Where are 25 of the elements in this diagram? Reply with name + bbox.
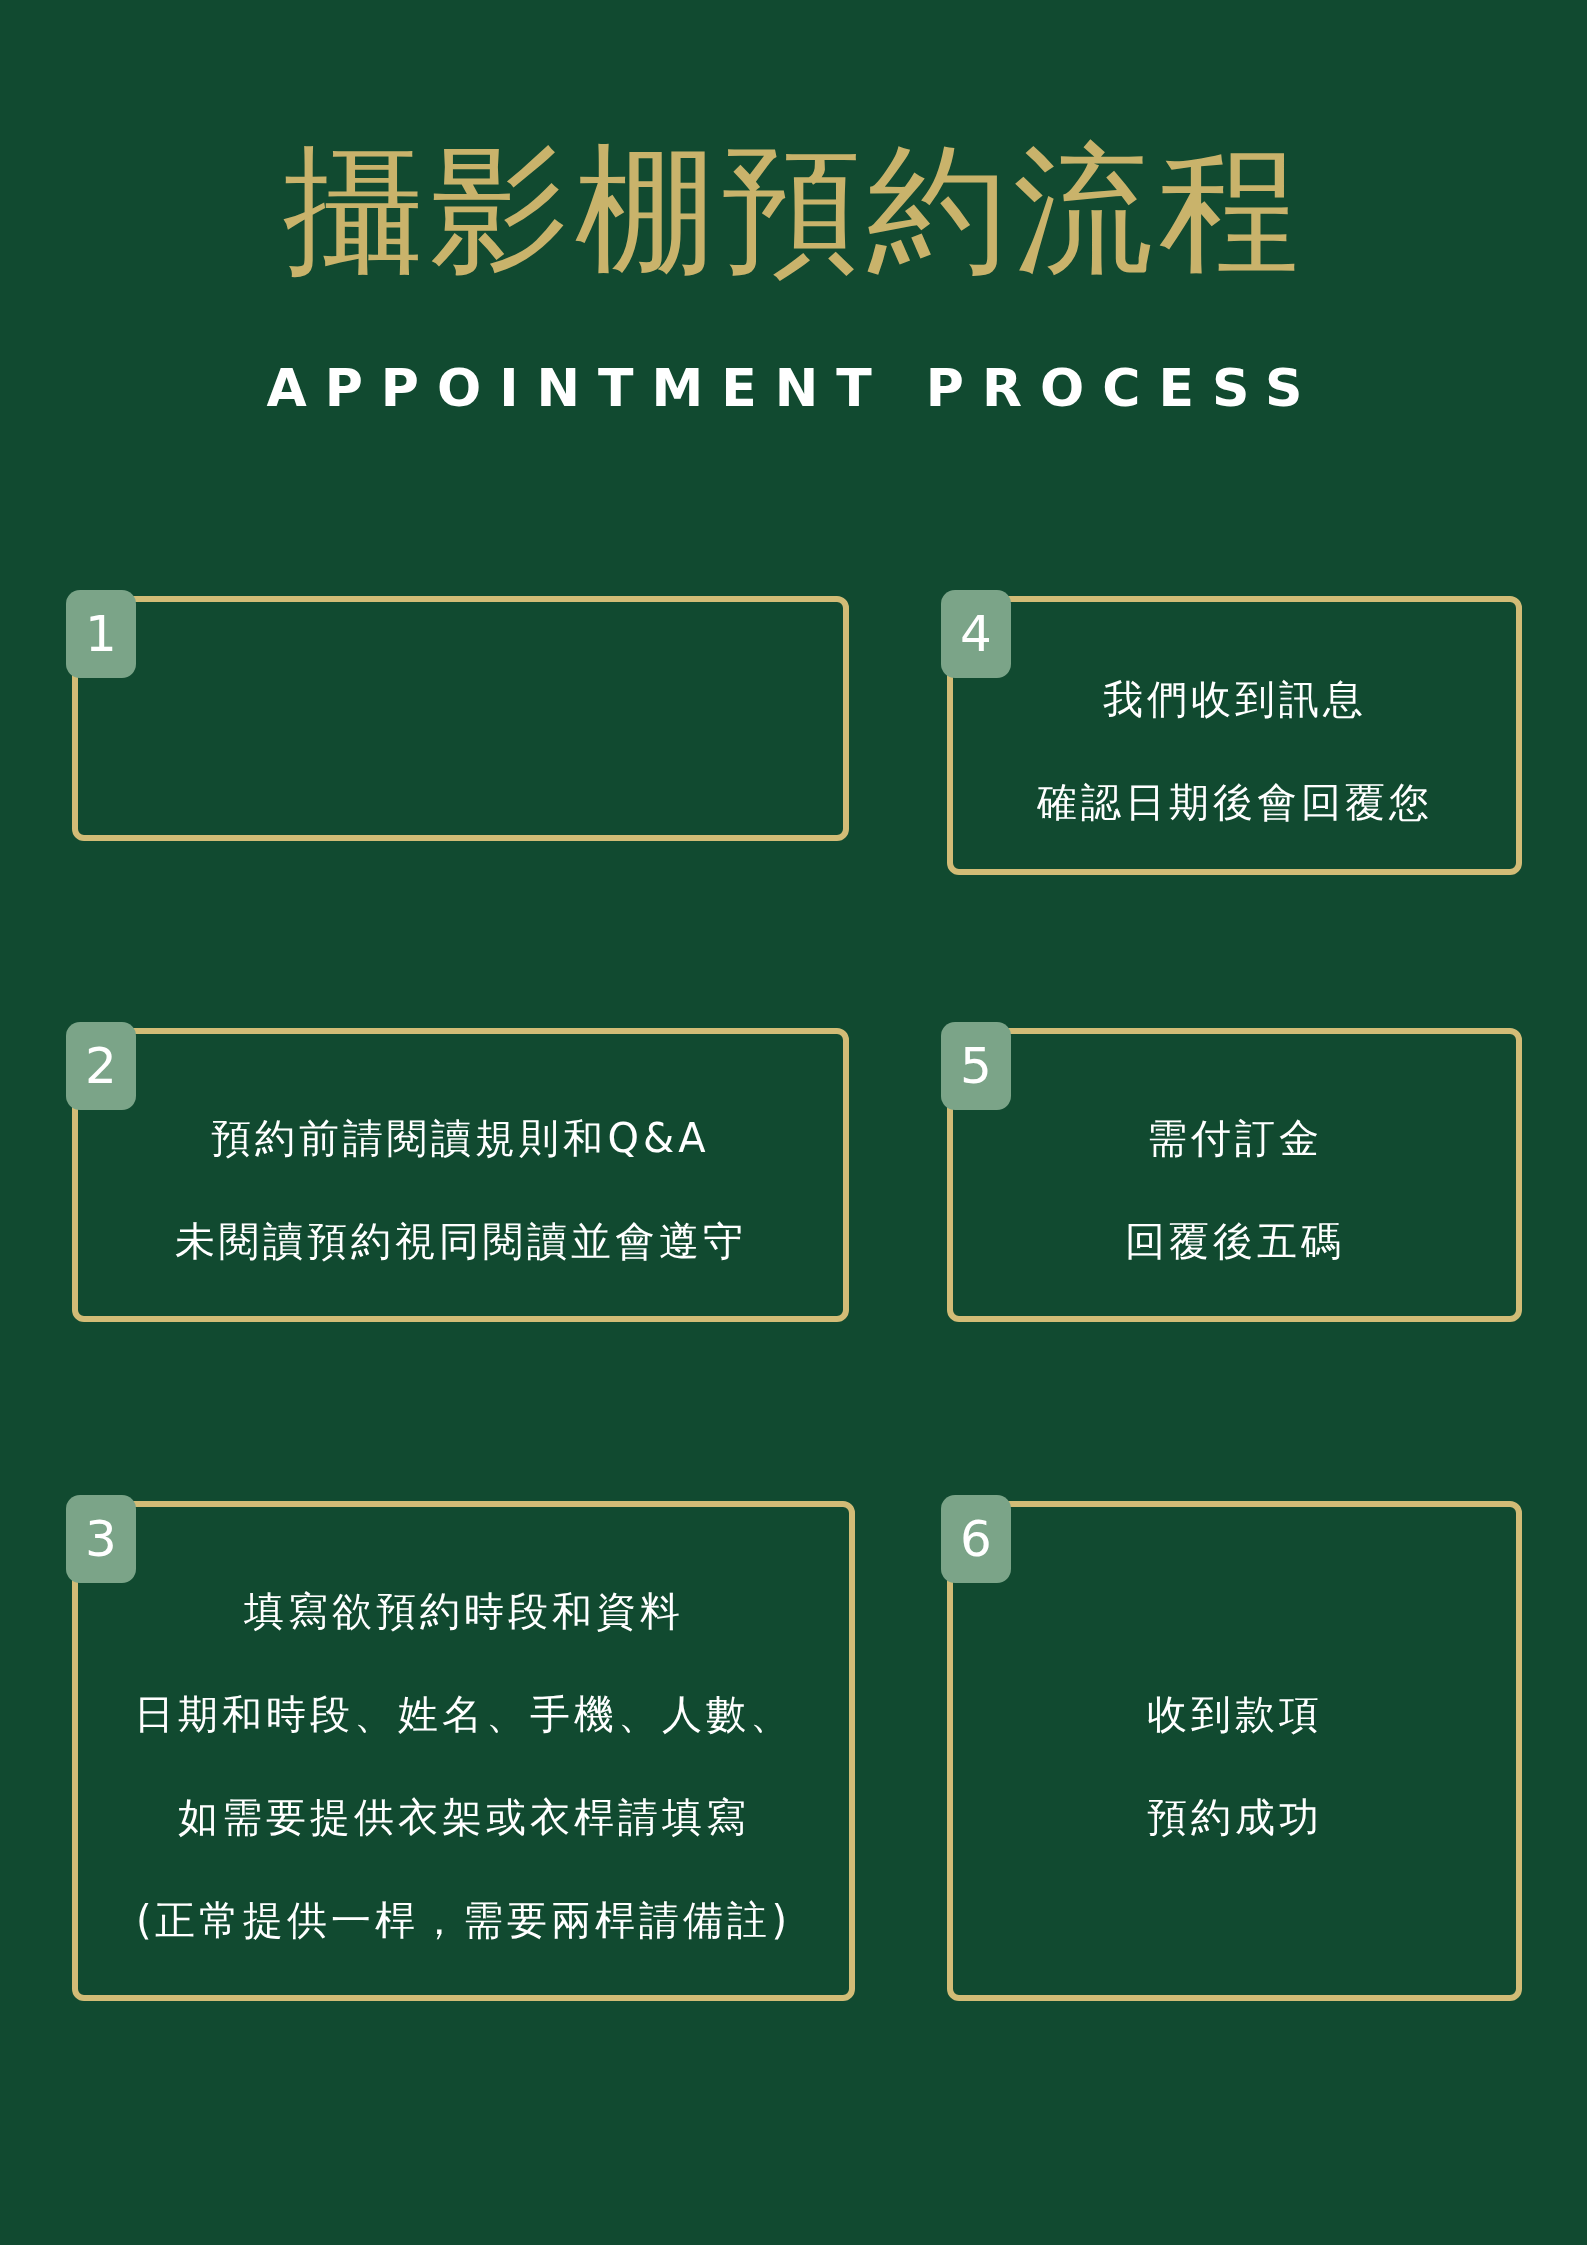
step-number-badge: 5 — [941, 1022, 1011, 1110]
step-text: 回覆後五碼 — [1124, 1217, 1345, 1266]
step-number-badge: 2 — [66, 1022, 136, 1110]
step-text: 日期和時段、姓名、手機、人數、 — [133, 1690, 794, 1739]
step-box — [72, 1028, 849, 1322]
step-text: 填寫欲預約時段和資料 — [243, 1587, 684, 1636]
step-number-badge: 1 — [66, 590, 136, 678]
step-number-badge: 6 — [941, 1495, 1011, 1583]
step-box — [72, 1501, 855, 2001]
step-text: 預約成功 — [1146, 1793, 1323, 1842]
title: 攝影棚預約流程 — [281, 140, 1306, 280]
step-text: 需付訂金 — [1146, 1114, 1323, 1163]
step-text: 收到款項 — [1146, 1690, 1323, 1739]
step-number-badge: 4 — [941, 590, 1011, 678]
step-text: 未閱讀預約視同閱讀並會遵守 — [174, 1217, 747, 1266]
step-text: 預約前請閱讀規則和Q&A — [211, 1114, 710, 1163]
step-box — [947, 1501, 1522, 2001]
step-text: 我們收到訊息 — [1102, 674, 1367, 724]
step-box — [72, 596, 849, 841]
step-box — [947, 1028, 1522, 1322]
step-text: 如需要提供衣架或衣桿請填寫 — [177, 1793, 750, 1842]
subtitle: APPOINTMENT PROCESS — [265, 358, 1322, 418]
step-number-badge: 3 — [66, 1495, 136, 1583]
step-text: (正常提供一桿，需要兩桿請備註) — [135, 1896, 792, 1945]
step-text: 確認日期後會回覆您 — [1036, 777, 1433, 827]
